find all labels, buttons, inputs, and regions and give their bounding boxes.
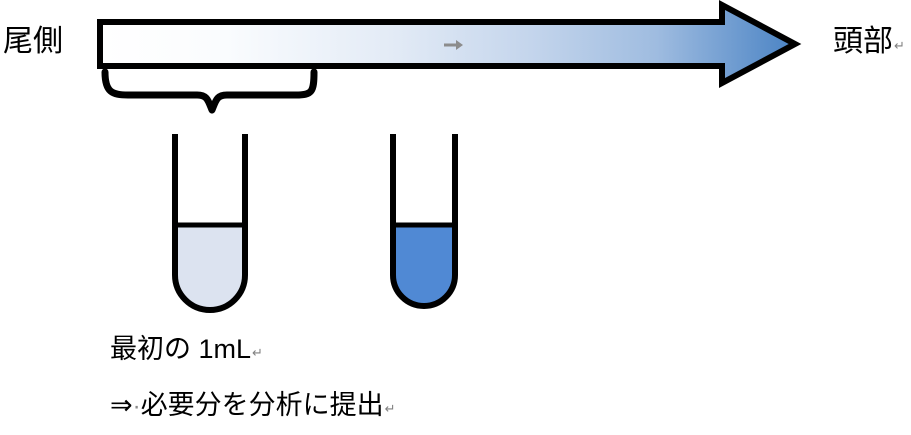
tube-remaining	[390, 134, 458, 309]
caption-implies-arrow-icon: ⇒	[110, 390, 133, 420]
direction-arrow	[97, 0, 802, 89]
pilcrow-mark-caption-2: ↵	[384, 400, 396, 416]
tube-first-fraction	[172, 134, 248, 313]
tube-remaining-liquid	[393, 225, 455, 306]
caption-submit-for-analysis: ⇒·必要分を分析に提出↵	[110, 392, 396, 419]
tube-remaining-outline	[390, 134, 458, 309]
space-dot-mark: ·	[132, 393, 141, 420]
caption-first-volume-text: 最初の 1mL	[110, 334, 252, 364]
caudal-side-text: 尾側	[3, 25, 63, 58]
arrow-inner-marker-icon	[444, 40, 463, 50]
tube-first-fraction-outline	[172, 134, 248, 313]
cranial-side-text: 頭部	[833, 25, 893, 58]
caudal-side-label: 尾側	[3, 27, 63, 57]
pilcrow-mark-caption-1: ↵	[252, 344, 263, 360]
first-fraction-brace	[101, 68, 318, 114]
cranial-side-label: 頭部↵	[833, 27, 905, 57]
caption-submit-text: 必要分を分析に提出	[140, 390, 384, 420]
pilcrow-mark-cranial: ↵	[894, 37, 905, 53]
caption-first-volume: 最初の 1mL↵	[110, 336, 263, 363]
tube-first-fraction-liquid	[175, 225, 245, 310]
